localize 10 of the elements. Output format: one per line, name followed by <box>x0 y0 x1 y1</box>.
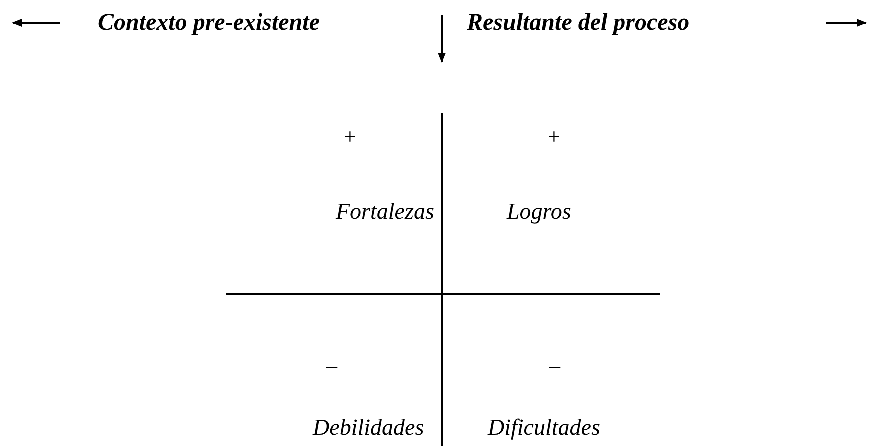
heading-text: Resultante del proceso <box>467 11 690 35</box>
quadrant-label: Dificultades <box>488 416 600 438</box>
quadrant-label: Fortalezas <box>336 200 434 222</box>
heading-text: Contexto pre-existente <box>98 11 320 35</box>
plus-sign: + <box>344 126 356 148</box>
quadrant-label: Logros <box>507 200 572 222</box>
plus-sign: + <box>548 126 560 148</box>
quadrant-label: Debilidades <box>313 416 424 438</box>
minus-sign: – <box>326 355 338 377</box>
minus-sign: – <box>550 355 560 377</box>
